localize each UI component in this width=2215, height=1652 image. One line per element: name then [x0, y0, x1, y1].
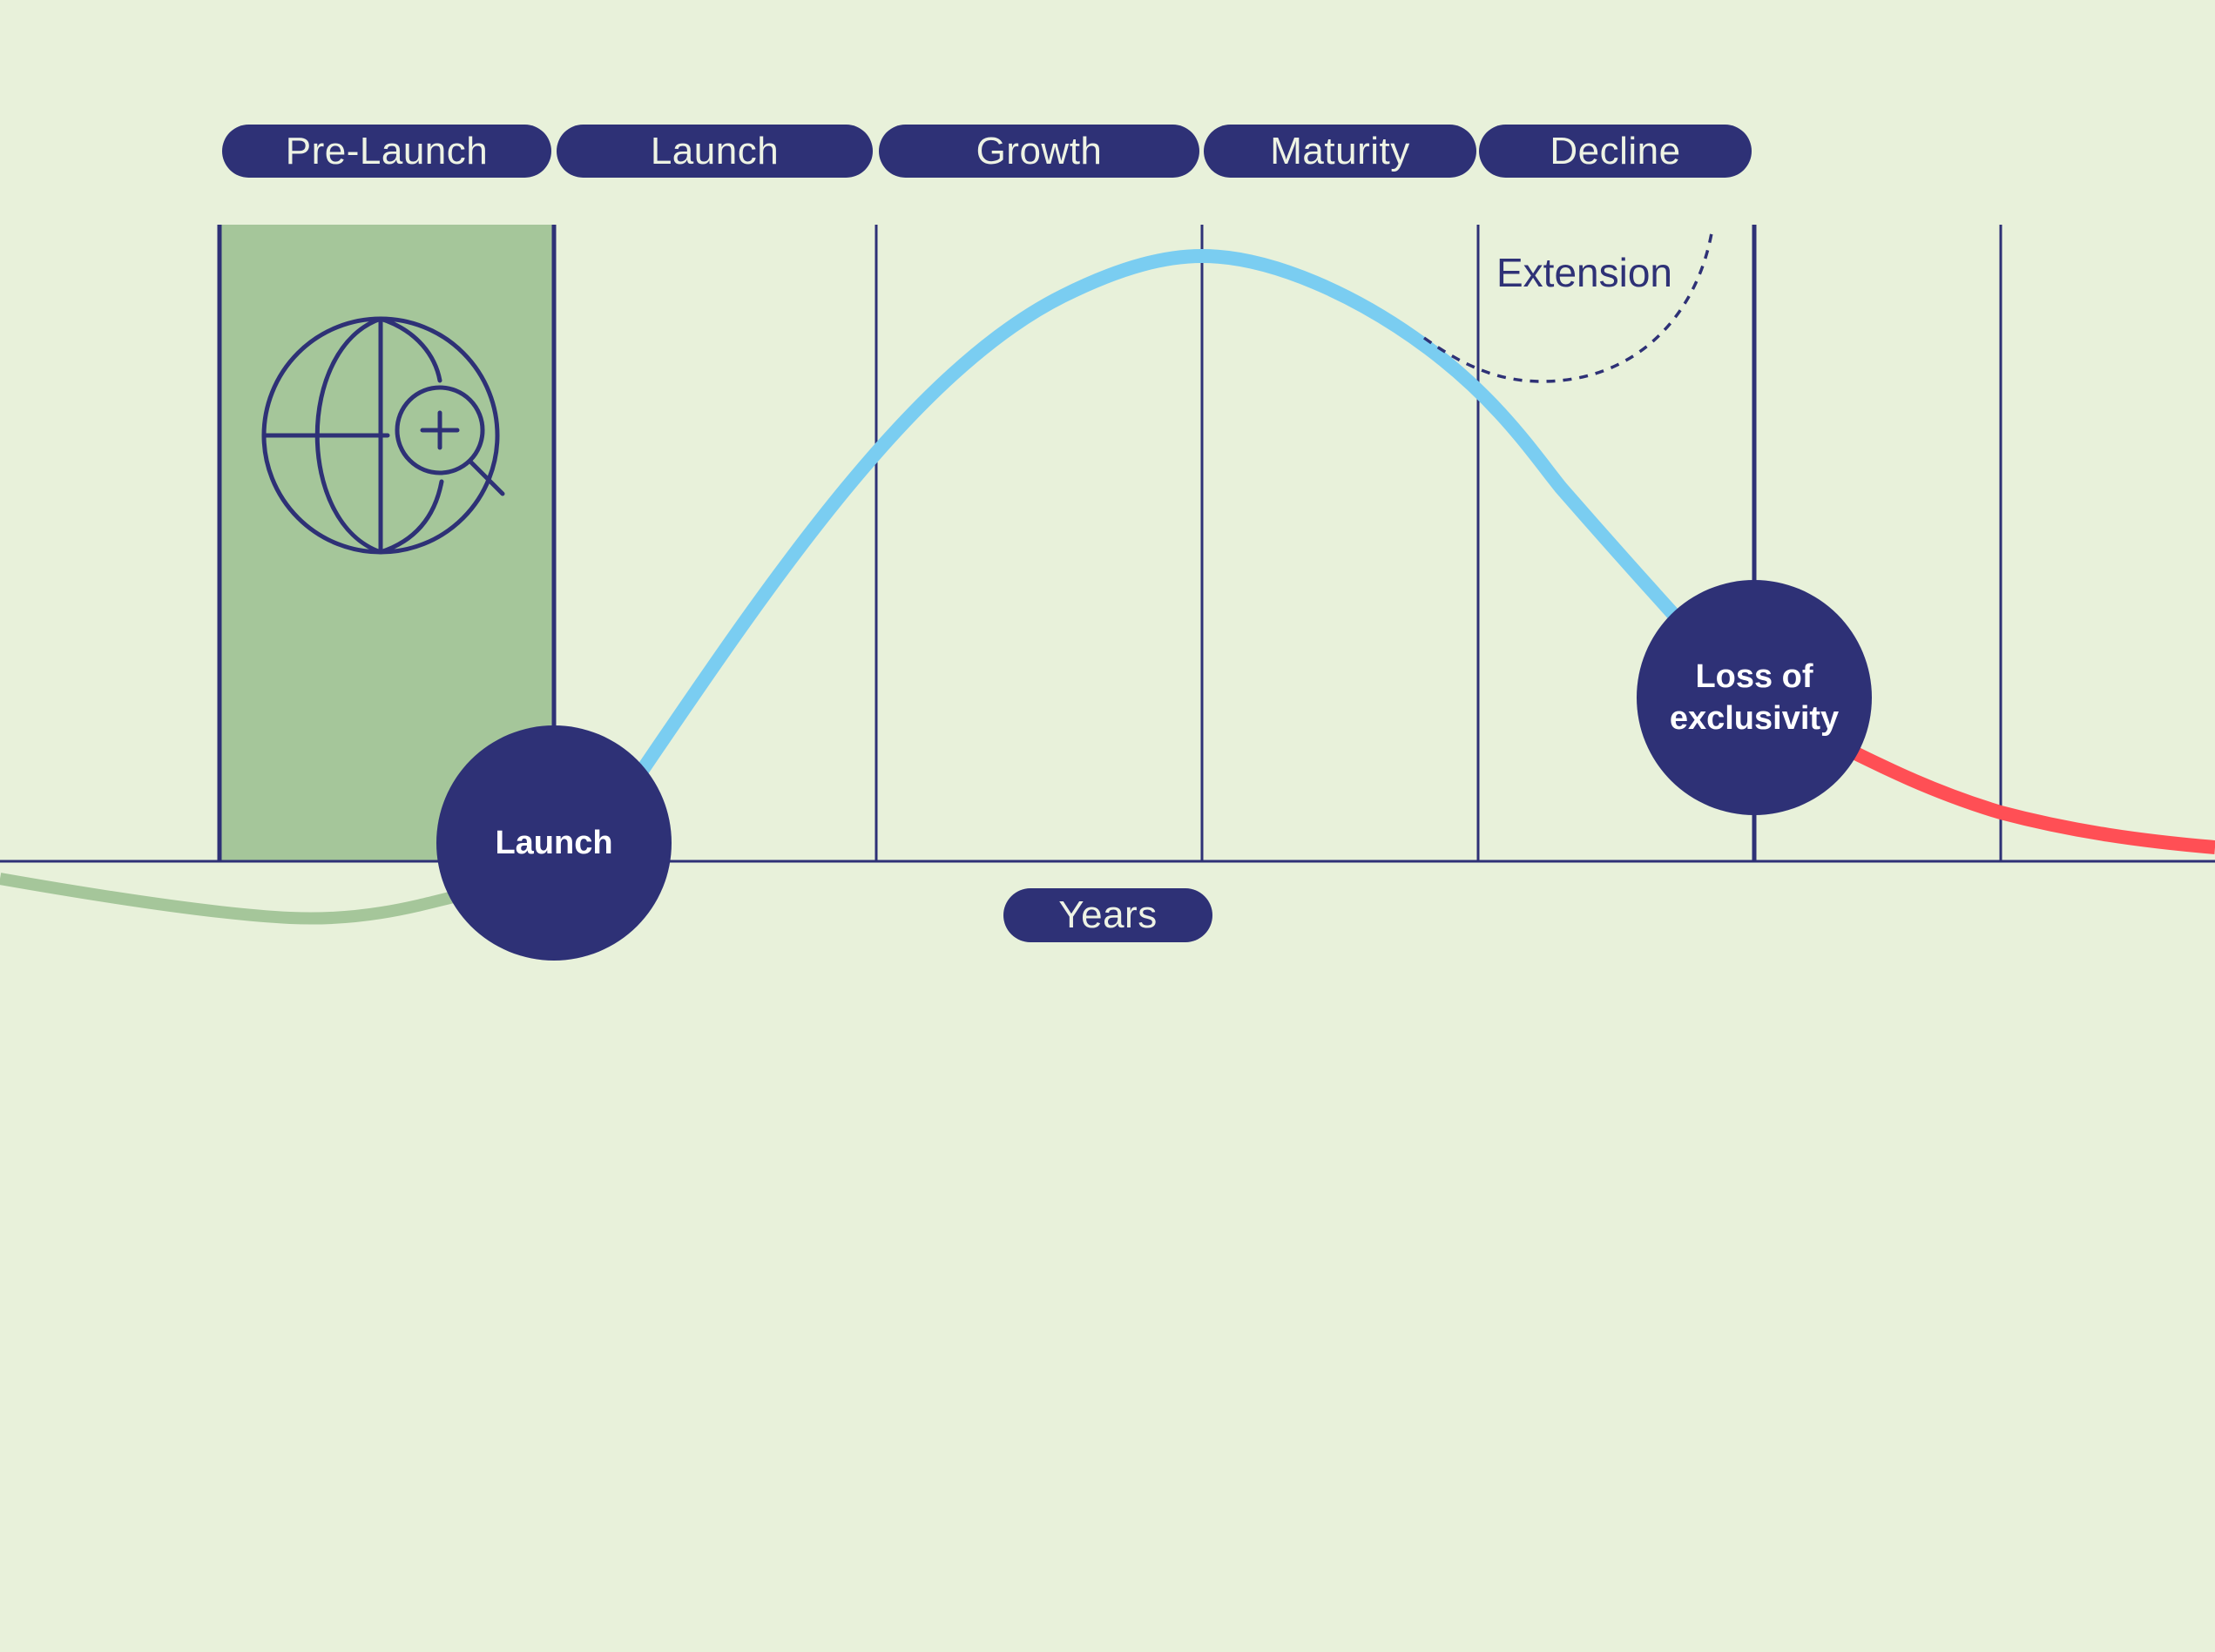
- launch-marker: [436, 725, 672, 961]
- loss-marker-label: Loss of exclusivity: [1669, 658, 1840, 737]
- x-axis-label: Years: [1003, 888, 1212, 942]
- phase-pre-launch: Pre-Launch: [222, 125, 551, 178]
- launch-marker-label: Launch: [495, 825, 613, 861]
- globe-magnifier-icon: [261, 316, 505, 555]
- pre-launch-curve: [0, 873, 472, 925]
- extension-label: Extension: [1496, 250, 1673, 295]
- phase-launch: Launch: [557, 125, 873, 178]
- loss-of-exclusivity-marker: [1637, 580, 1872, 815]
- phase-maturity: Maturity: [1204, 125, 1476, 178]
- extension-arc: [1422, 227, 1714, 383]
- post-exclusivity-curve: [1826, 733, 2215, 854]
- lifecycle-curve: [621, 248, 1686, 797]
- phase-growth: Growth: [879, 125, 1199, 178]
- phase-decline: Decline: [1479, 125, 1752, 178]
